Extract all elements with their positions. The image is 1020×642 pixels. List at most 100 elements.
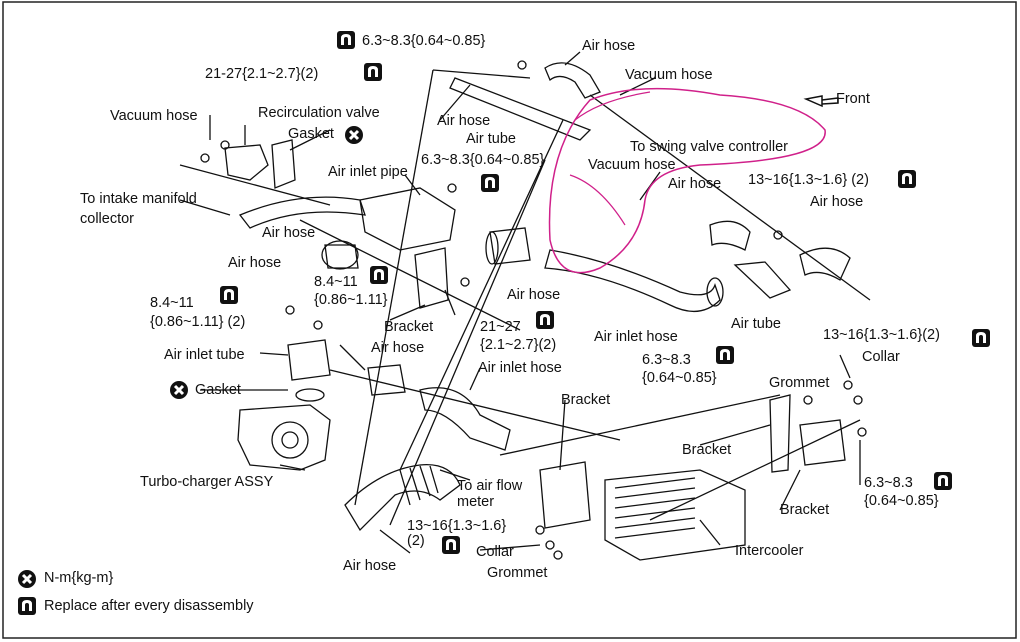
guide-line: [399, 119, 564, 471]
torque-spec-21-27: 21-27{2.1~2.7}(2): [205, 66, 319, 82]
torque-spec-8-4-mid: 8.4~11: [314, 274, 358, 290]
air-hose-top-label: Air hose: [582, 38, 636, 54]
air-hose-top: [544, 62, 601, 99]
vacuum-hose-top-label: Vacuum hose: [625, 67, 713, 83]
bracket-center-part: [539, 461, 591, 529]
guide-line: [354, 69, 434, 506]
torque-spec-8-4-mid-kgm: {0.86~1.11}: [314, 292, 388, 308]
air-inlet-hose-mid-part: [419, 387, 511, 451]
air-hose-lower-part: [367, 364, 406, 396]
air-tube-top-label: Air tube: [466, 131, 516, 147]
do-not-reuse-icon: [16, 568, 38, 590]
highlight-loop: [548, 87, 826, 274]
replace-part-icon: [972, 329, 990, 347]
guide-line: [589, 94, 871, 301]
torque-spec-8-4-left: 8.4~11: [150, 295, 194, 311]
guide-line: [649, 419, 861, 521]
meter-label: meter: [457, 494, 495, 510]
replace-part-icon: [337, 31, 355, 49]
torque-spec-6-3-far: 6.3~8.3: [864, 475, 913, 491]
torque-spec-6-3-far-kgm: {0.64~0.85}: [864, 493, 939, 509]
gasket-left-label: Gasket: [195, 382, 241, 398]
turbo-part: [237, 404, 331, 471]
replace-part-icon: [442, 536, 460, 554]
air-inlet-tube-label: Air inlet tube: [164, 347, 245, 363]
replace-part-icon: [18, 597, 36, 615]
guide-line: [179, 164, 331, 206]
torque-spec-13-16-low: 13~16{1.3~1.6}: [407, 518, 507, 534]
air-tube-right-label: Air tube: [731, 316, 781, 332]
air-inlet-pipe-label: Air inlet pipe: [328, 164, 408, 180]
bracket-right-part: [769, 394, 791, 473]
air-hose-left-part: [321, 240, 359, 270]
swing-valve-label: To swing valve controller: [630, 139, 788, 155]
turbo-charger-label: Turbo-charger ASSY: [140, 474, 274, 490]
torque-spec-mid: 6.3~8.3{0.64~0.85}: [421, 152, 545, 168]
air-tube-top: [449, 77, 592, 141]
air-hose-left-label: Air hose: [228, 255, 282, 271]
grommet-right-label: Grommet: [769, 375, 830, 391]
guide-line: [499, 394, 781, 456]
air-inlet-hose-mid-label: Air inlet hose: [478, 360, 562, 376]
replace-part-icon: [934, 472, 952, 490]
torque-spec-count-low: (2): [407, 533, 425, 549]
air-inlet-hose-right-label: Air inlet hose: [594, 329, 678, 345]
air-inlet-tube-part: [287, 339, 331, 381]
bracket-right-low-label: Bracket: [780, 502, 830, 518]
replace-part-icon: [370, 266, 388, 284]
air-hose-tube-label: Air hose: [437, 113, 491, 129]
guide-line: [329, 369, 621, 441]
collar-low-label: Collar: [476, 544, 514, 560]
air-hose-pipe-label: Air hose: [262, 225, 316, 241]
air-hose-center-label: Air hose: [507, 287, 561, 303]
air-hose-bottom-label: Air hose: [343, 558, 397, 574]
gasket-top-label: Gasket: [288, 126, 334, 142]
air-hose-lower-label: Air hose: [371, 340, 425, 356]
recirculation-valve-label: Recirculation valve: [258, 105, 380, 121]
replace-part-icon: [536, 311, 554, 329]
front-arrow: [803, 95, 839, 108]
guide-line: [389, 159, 546, 526]
gasket-part: [271, 139, 296, 189]
bracket-right-mid-label: Bracket: [682, 442, 732, 458]
air-hose-bottom-part: [344, 464, 461, 532]
do-not-reuse-icon: [343, 124, 365, 146]
guide-line: [299, 219, 521, 331]
torque-spec-13-16-collar: 13~16{1.3~1.6}(2): [823, 327, 940, 343]
vacuum-hose-left-label: Vacuum hose: [110, 108, 198, 124]
torque-spec-6-3-right: 6.3~8.3: [642, 352, 691, 368]
torque-spec-top: 6.3~8.3{0.64~0.85}: [362, 33, 486, 49]
air-hose-right-label: Air hose: [810, 194, 864, 210]
collector-label: collector: [80, 211, 134, 227]
torque-spec-8-4-left-kgm: {0.86~1.11} (2): [150, 314, 246, 330]
replace-part-icon: [364, 63, 382, 81]
to-intake-label: To intake manifold: [80, 191, 197, 207]
recirculation-valve-part: [224, 144, 269, 181]
replace-part-icon: [220, 286, 238, 304]
intercooler-label: Intercooler: [735, 543, 804, 559]
replace-part-icon: [898, 170, 916, 188]
air-hose-center-right-label: Air hose: [668, 176, 722, 192]
bracket-right-low-part: [799, 419, 846, 466]
air-hose-right-part: [709, 220, 751, 251]
do-not-reuse-icon: [168, 379, 190, 401]
air-inlet-pipe-part: [359, 187, 456, 251]
legend-item-replace: Replace after every disassembly: [44, 598, 254, 614]
torque-spec-6-3-right-kgm: {0.64~0.85}: [642, 370, 717, 386]
grommet-low-label: Grommet: [487, 565, 548, 581]
air-hose-pipe-part: [238, 196, 366, 229]
collar-right-label: Collar: [862, 349, 900, 365]
air-hose-center-part: [489, 227, 531, 265]
vacuum-hose-mid-label: Vacuum hose: [588, 157, 676, 173]
air-hose-far-right-part: [799, 247, 851, 281]
replace-part-icon: [481, 174, 499, 192]
to-air-flow-label: To air flow: [457, 478, 523, 494]
air-inlet-hose-upper: [544, 249, 721, 312]
legend-item-torque-units: N-m{kg-m}: [44, 570, 114, 586]
bracket-mid-label: Bracket: [384, 319, 434, 335]
intercooler-part: [604, 469, 746, 561]
bracket-mid-part: [414, 247, 449, 309]
